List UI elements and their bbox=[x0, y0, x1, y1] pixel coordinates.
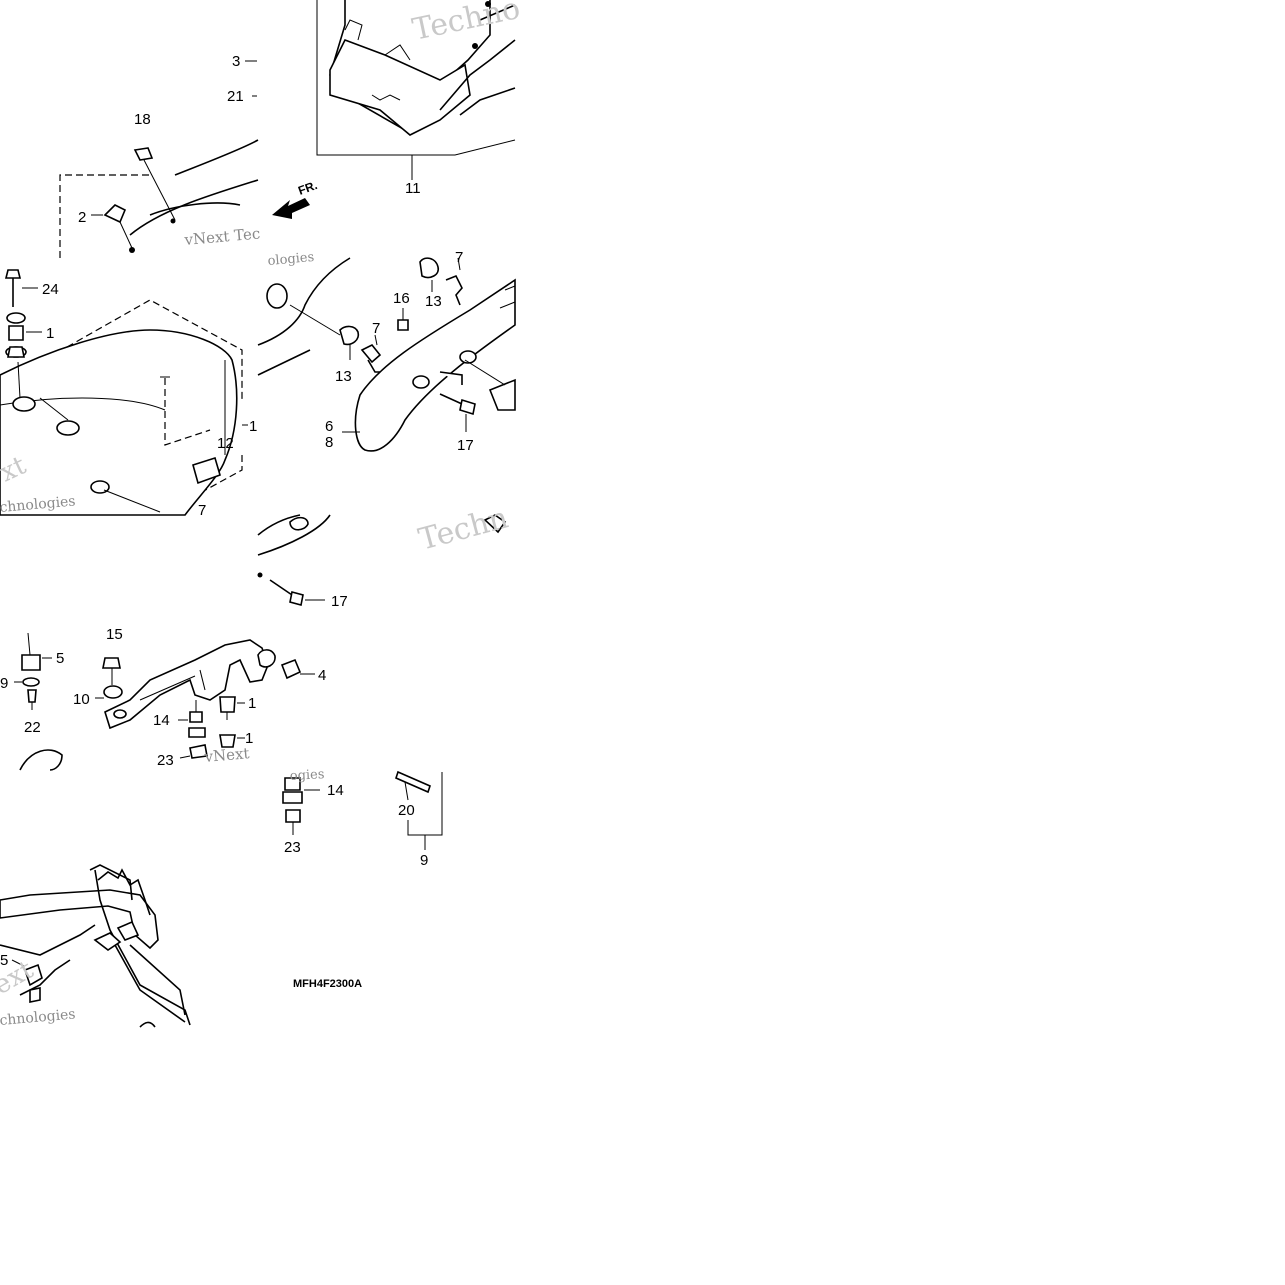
callout-7a: 7 bbox=[198, 502, 206, 519]
panel-rack bbox=[0, 864, 191, 1028]
callout-11: 11 bbox=[405, 180, 421, 197]
callout-20: 20 bbox=[398, 802, 415, 819]
watermark-2: vNext Tec bbox=[183, 224, 261, 249]
watermark-7: vNext bbox=[203, 744, 250, 766]
callout-5b: 5 bbox=[0, 952, 8, 969]
callout-17b: 17 bbox=[331, 593, 348, 610]
callout-12: 12 bbox=[217, 435, 234, 452]
watermark-10: chnologies bbox=[0, 1006, 76, 1029]
callout-3: 3 bbox=[232, 53, 240, 70]
callout-7c: 7 bbox=[455, 249, 463, 266]
panel-rear-cowl bbox=[245, 0, 516, 180]
callout-10: 10 bbox=[73, 691, 90, 708]
watermark-6: Techn bbox=[415, 500, 512, 557]
callout-22: 22 bbox=[24, 719, 41, 736]
callout-15: 15 bbox=[106, 626, 123, 643]
callout-9a: 9 bbox=[0, 675, 8, 692]
callout-17a: 17 bbox=[457, 437, 474, 454]
callout-numbers: 3 21 18 2 11 24 1 1 12 7 16 13 7 13 6 8 … bbox=[0, 53, 474, 969]
callout-16: 16 bbox=[393, 290, 410, 307]
callout-14b: 14 bbox=[327, 782, 344, 799]
callout-18: 18 bbox=[134, 111, 151, 128]
watermark-1: Techno bbox=[409, 0, 523, 48]
callout-9b: 9 bbox=[420, 852, 428, 869]
panel-bracket bbox=[14, 632, 315, 771]
panel-side-cover bbox=[257, 257, 516, 452]
callout-13a: 13 bbox=[425, 293, 442, 310]
panel-separators bbox=[0, 0, 2, 2]
callout-5a: 5 bbox=[56, 650, 64, 667]
watermark-3: ologies bbox=[267, 250, 315, 269]
callout-7b: 7 bbox=[372, 320, 380, 337]
watermark-8: ogies bbox=[289, 767, 324, 784]
callout-23b: 23 bbox=[284, 839, 301, 856]
callout-4: 4 bbox=[318, 667, 326, 684]
callout-8: 8 bbox=[325, 434, 333, 451]
callout-14a: 14 bbox=[153, 712, 170, 729]
panel-seat bbox=[0, 269, 248, 516]
callout-23a: 23 bbox=[157, 752, 174, 769]
callout-1c: 1 bbox=[248, 695, 256, 712]
callout-1b: 1 bbox=[249, 418, 257, 435]
callout-1a: 1 bbox=[46, 325, 54, 342]
callout-24: 24 bbox=[42, 281, 59, 298]
callout-21: 21 bbox=[227, 88, 244, 105]
callout-13b: 13 bbox=[335, 368, 352, 385]
callout-6: 6 bbox=[325, 418, 333, 435]
panel-bolt bbox=[257, 514, 507, 606]
callout-2: 2 bbox=[78, 209, 86, 226]
panel-bottom-hardware bbox=[282, 770, 443, 850]
front-arrow-label: FR. bbox=[296, 178, 319, 198]
panel-rear-fender bbox=[59, 139, 259, 258]
watermark-5: chnologies bbox=[0, 493, 76, 516]
diagram-code: MFH4F2300A bbox=[293, 978, 362, 990]
callout-1d: 1 bbox=[245, 730, 253, 747]
front-direction-arrow: FR. bbox=[272, 178, 319, 219]
